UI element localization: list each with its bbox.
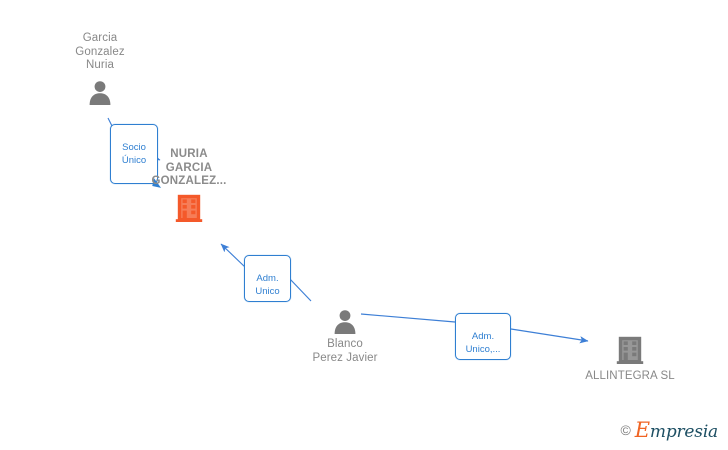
building-icon [616, 336, 644, 364]
node-company-nuria-garcia-gonzalez[interactable]: NURIA GARCIA GONZALEZ... [139, 148, 239, 224]
empresia-watermark: © Empresia [620, 418, 718, 442]
relation-chip-socio-unico[interactable]: Socio Único [110, 124, 163, 188]
relation-chip-socio-unico-label: Socio Único [121, 142, 147, 166]
person-icon [89, 80, 111, 105]
node-company-allintegra-sl[interactable]: ALLINTEGRA SL [578, 336, 682, 384]
node-label-person-garcia-gonzalez-nuria: Garcia Gonzalez Nuria [75, 32, 125, 72]
brand-wordmark: Empresia [635, 418, 718, 442]
node-label-person-blanco-perez-javier: Blanco Perez Javier [312, 338, 378, 364]
node-person-garcia-gonzalez-nuria[interactable]: Garcia Gonzalez Nuria [50, 32, 150, 105]
brand-rest: mpresia [649, 422, 718, 442]
node-person-blanco-perez-javier[interactable]: Blanco Perez Javier [293, 308, 397, 365]
relation-chip-adm-unico-left[interactable]: Adm. Unico [244, 255, 291, 302]
edge-line-person-to-adm-left [288, 277, 312, 302]
brand-initial: E [634, 418, 650, 442]
edge-line-adm-left-to-company [220, 243, 247, 269]
relation-chip-adm-unico-right[interactable]: Adm. Unico,... [455, 313, 511, 360]
building-icon [175, 194, 203, 222]
node-label-company-nuria-garcia-gonzalez: NURIA GARCIA GONZALEZ... [151, 148, 227, 188]
relation-chip-adm-unico-left-label: Adm. Unico [255, 273, 280, 297]
edge-line-person-to-adm-right [360, 313, 456, 323]
edge-line-adm-right-to-allintegra [510, 328, 589, 344]
node-label-company-allintegra-sl: ALLINTEGRA SL [585, 370, 675, 382]
relation-chip-adm-unico-right-label: Adm. Unico,... [465, 331, 501, 355]
copyright-icon: © [620, 422, 631, 438]
person-icon [334, 310, 356, 334]
